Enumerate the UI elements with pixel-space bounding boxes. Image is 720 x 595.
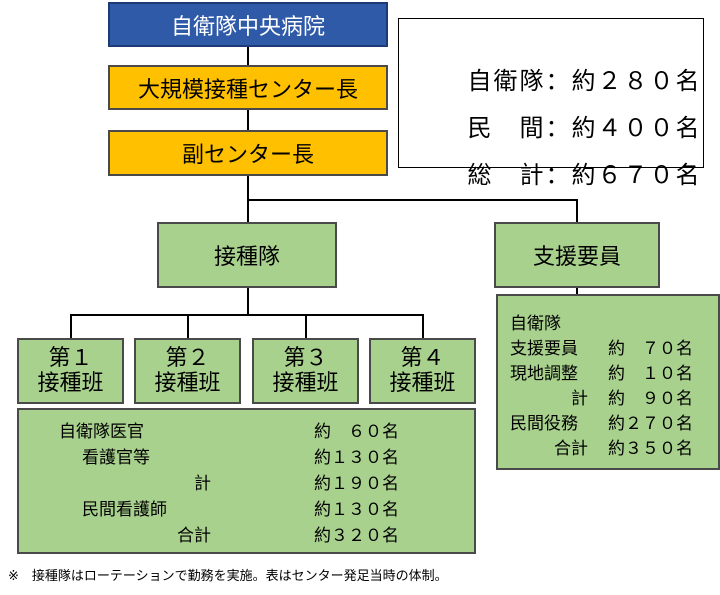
team-number: 第３ (283, 345, 328, 371)
summary-label: 民 間 (467, 114, 546, 142)
breakdown-label: 自衛隊医官 (59, 422, 144, 442)
hospital-box: 自衛隊中央病院 (108, 2, 388, 47)
team-1-box: 第１ 接種班 (17, 338, 124, 404)
center-head-box: 大規模接種センター長 (108, 65, 388, 110)
connector-line (187, 314, 189, 338)
support-label: 合計 (554, 439, 588, 459)
deputy-head-box: 副センター長 (108, 130, 388, 176)
breakdown-value: 約１３０名 (314, 500, 399, 520)
summary-row: 自衛隊：約２８０名 (429, 33, 702, 124)
support-label: 現地調整 (510, 364, 578, 384)
footnote: ※ 接種隊はローテーションで勤務を実施。表はセンター発足当時の体制。 (8, 569, 448, 584)
vaccination-unit-box: 接種隊 (157, 222, 337, 288)
team-2-box: 第２ 接種班 (134, 338, 241, 404)
breakdown-value: 約 ６０名 (314, 422, 399, 442)
connector-line (305, 314, 307, 338)
breakdown-label: 看護官等 (82, 448, 150, 468)
breakdown-value: 約３２０名 (314, 526, 399, 546)
summary-value: ：約２８０名 (545, 67, 702, 95)
summary-row: 民 間：約４００名 (429, 80, 702, 171)
breakdown-label: 計 (194, 474, 211, 494)
breakdown-value: 約１３０名 (314, 448, 399, 468)
team-label: 接種班 (389, 371, 456, 396)
support-value: 約２７０名 (608, 414, 693, 434)
support-label: 支援要員 (510, 339, 578, 359)
support-value: 約３５０名 (608, 439, 693, 459)
breakdown-value: 約１９０名 (314, 474, 399, 494)
support-breakdown-panel: 自衛隊 支援要員 約 ７０名 現地調整 約 １０名 計 約 ９０名 民間役務 約… (496, 294, 720, 470)
breakdown-label: 民間看護師 (82, 500, 167, 520)
team-number: 第１ (48, 345, 93, 371)
support-staff-box: 支援要員 (494, 222, 660, 288)
support-label: 民間役務 (510, 414, 578, 434)
staff-summary-box: 自衛隊：約２８０名 民 間：約４００名 総 計：約６７０名 (398, 18, 704, 189)
support-header: 自衛隊 (510, 314, 561, 334)
connector-line (247, 47, 249, 65)
connector-line (247, 199, 577, 201)
vaccination-breakdown-panel: 自衛隊医官 約 ６０名 看護官等 約１３０名 計 約１９０名 民間看護師 約１３… (17, 408, 476, 554)
connector-line (576, 288, 578, 294)
team-label: 接種班 (154, 371, 221, 396)
summary-label: 総 計 (467, 161, 546, 189)
support-value: 約 ９０名 (608, 389, 693, 409)
connector-line (247, 110, 249, 130)
summary-value: ：約４００名 (545, 114, 702, 142)
connector-line (422, 314, 424, 338)
support-value: 約 １０名 (608, 364, 693, 384)
team-4-box: 第４ 接種班 (369, 338, 476, 404)
support-label: 計 (571, 389, 588, 409)
summary-value: ：約６７０名 (545, 161, 702, 189)
breakdown-label: 合計 (177, 526, 211, 546)
team-label: 接種班 (37, 371, 104, 396)
team-3-box: 第３ 接種班 (252, 338, 359, 404)
summary-label: 自衛隊 (467, 67, 546, 95)
team-number: 第４ (400, 345, 445, 371)
connector-line (247, 288, 249, 314)
summary-row: 総 計：約６７０名 (429, 127, 702, 218)
team-label: 接種班 (272, 371, 339, 396)
support-value: 約 ７０名 (608, 339, 693, 359)
team-number: 第２ (165, 345, 210, 371)
connector-line (576, 199, 578, 222)
connector-line (70, 314, 72, 338)
connector-line (70, 314, 424, 316)
